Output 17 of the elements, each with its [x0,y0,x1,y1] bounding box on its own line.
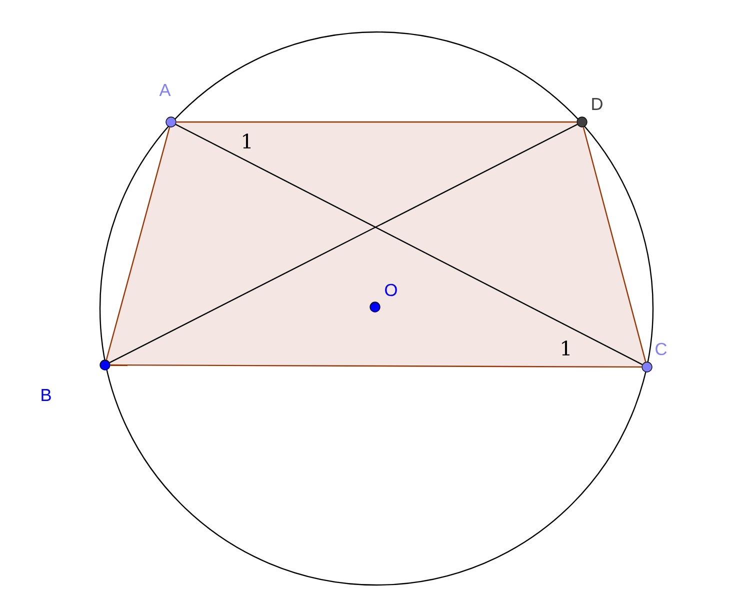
point-label: B [42,389,51,401]
angle-label: 1 [243,134,250,148]
point [166,116,176,128]
point [642,362,652,372]
point-label: O [385,284,397,296]
point-label: D [592,98,602,110]
line-segment [110,364,642,368]
point-label: C [656,342,667,356]
point [100,360,110,370]
point [576,116,588,128]
line-segment [582,127,646,362]
angle-label: 1 [562,340,570,356]
line-segment [109,124,578,364]
point [370,302,380,312]
point-label: A [159,84,171,96]
line-segment [176,121,577,123]
line-segment [106,126,170,360]
